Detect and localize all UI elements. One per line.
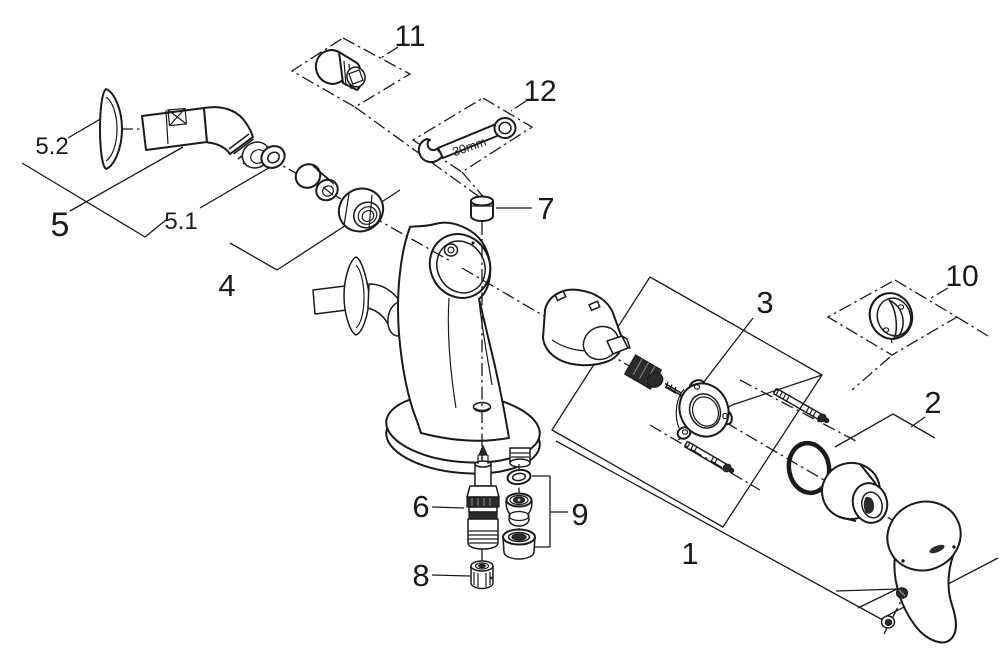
- part-label-3: 3: [756, 285, 773, 320]
- o-ring: [786, 440, 832, 496]
- threaded-plug: [314, 49, 366, 91]
- part-label-10: 10: [945, 260, 978, 293]
- escutcheon-cap: [821, 461, 889, 524]
- grub-screw: [895, 587, 909, 599]
- union-nut: [337, 187, 385, 233]
- part-labels: 5.2 5 5.1 4 11 12 7 3 10 2 1 6 9 8 30mm: [35, 20, 978, 593]
- screw-cap: [880, 615, 896, 629]
- mounting-stud: [683, 440, 735, 474]
- leader-5-1: [199, 165, 273, 209]
- part-label-2: 2: [924, 385, 941, 420]
- part-label-1: 1: [681, 536, 698, 571]
- part-label-9: 9: [571, 497, 588, 532]
- part-label-5: 5: [51, 206, 70, 244]
- leader-1: [555, 440, 882, 620]
- leader-2: [910, 416, 926, 428]
- cartridge: [542, 288, 631, 367]
- leader-6: [431, 506, 465, 509]
- mounting-flange: [675, 379, 733, 440]
- faucet-body: [397, 221, 510, 442]
- part-label-11: 11: [394, 20, 425, 53]
- non-return-valve: [466, 444, 500, 550]
- leader-5: [69, 146, 184, 212]
- cartridge-adapter: [623, 354, 664, 390]
- lever-handle: [886, 500, 962, 644]
- part-label-7: 7: [537, 191, 554, 226]
- aerator-sleeve: [502, 528, 536, 560]
- threaded-adapter: [294, 163, 339, 202]
- handle-logo: [929, 544, 945, 554]
- leader-5-2: [67, 117, 103, 139]
- cover-cap: [470, 195, 494, 222]
- cover-plate: [868, 292, 914, 344]
- part-label-8: 8: [412, 558, 429, 593]
- s-union-elbow: [141, 106, 271, 169]
- part-label-4: 4: [218, 268, 235, 303]
- aerator-washer: [506, 468, 532, 486]
- part-label-5-1: 5.1: [164, 208, 197, 235]
- open-end-wrench: [417, 117, 517, 164]
- seal-washer: [260, 145, 286, 169]
- wall-flange: [99, 88, 123, 170]
- aerator-insert: [505, 492, 533, 527]
- leader-8: [431, 574, 471, 577]
- kit-outline-12: [411, 97, 534, 173]
- cap-slot: [863, 496, 875, 514]
- kit-outline-10: [826, 279, 959, 356]
- part-label-6: 6: [412, 489, 429, 524]
- spout-outlet-boss: [509, 447, 531, 468]
- part-label-5-2: 5.2: [35, 133, 68, 160]
- part-label-12: 12: [523, 75, 556, 108]
- mounting-stud: [772, 387, 830, 424]
- knurled-insert: [470, 560, 494, 590]
- group-outline-3: [551, 276, 823, 528]
- kit-outline-11: [290, 37, 412, 108]
